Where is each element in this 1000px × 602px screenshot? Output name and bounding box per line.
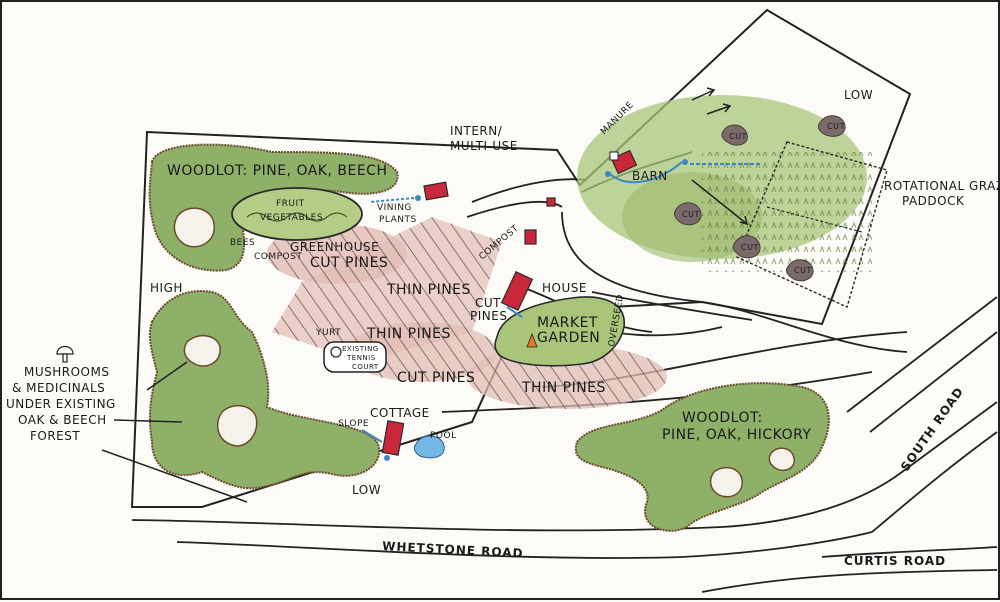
label-tennis-1: EXISTING — [342, 345, 379, 353]
label-house: HOUSE — [542, 281, 587, 295]
label-garden-2: GARDEN — [537, 330, 600, 346]
label-mushrooms-5: FOREST — [30, 429, 80, 443]
direction-arrows — [101, 87, 749, 503]
label-compost-nw: COMPOST — [254, 252, 302, 262]
label-cut-tag-5: CUT — [794, 266, 812, 275]
manure-pile — [609, 151, 619, 161]
paddock-area — [577, 95, 888, 308]
label-mushrooms-4: OAK & BEECH — [18, 413, 107, 427]
label-tennis-2: TENNIS — [346, 354, 376, 362]
label-cut-tag-1: CUT — [729, 132, 747, 141]
label-woodlot-nw: WOODLOT: PINE, OAK, BEECH — [167, 163, 387, 179]
flow-arrows — [361, 161, 762, 443]
label-bees: BEES — [230, 238, 255, 248]
label-barn: BARN — [632, 169, 668, 183]
label-cut-1: CUT — [475, 296, 501, 310]
label-vegetables: VEGETABLES — [260, 213, 323, 223]
intern-building — [423, 181, 449, 201]
woodlot-nw — [148, 143, 399, 272]
label-low-ne: LOW — [844, 88, 873, 102]
house-building — [500, 270, 534, 312]
cut-patches — [674, 115, 846, 282]
woodlot-se — [574, 382, 830, 532]
label-woodlot-se-1: WOODLOT: — [682, 410, 763, 426]
pool — [413, 435, 445, 459]
small-shed-1 — [546, 197, 556, 207]
label-rotational-2: PADDOCK — [902, 194, 965, 208]
garden-bed — [231, 187, 363, 241]
label-yurt: YURT — [315, 328, 341, 338]
label-south-road: SOUTH ROAD — [898, 384, 966, 473]
label-mushrooms-1: MUSHROOMS — [24, 365, 109, 379]
label-cut-pines-mid: CUT PINES — [397, 370, 475, 386]
label-tennis-3: COURT — [352, 363, 379, 371]
water-dots — [384, 159, 688, 461]
label-high: HIGH — [150, 281, 183, 295]
label-thin-pines-1: THIN PINES — [386, 282, 471, 298]
label-rotational-1: ROTATIONAL GRAZING — [884, 179, 1000, 193]
label-woodlot-se-2: PINE, OAK, HICKORY — [662, 427, 811, 443]
label-thin-pines-2: THIN PINES — [366, 326, 451, 342]
label-fruit: FRUIT — [276, 199, 305, 209]
label-cut-pines-nw: CUT PINES — [310, 255, 388, 271]
label-cut-tag-3: CUT — [682, 210, 700, 219]
label-pool: POOL — [430, 431, 457, 441]
market-garden — [494, 296, 625, 367]
label-intern-1: INTERN/ — [450, 124, 503, 138]
label-slope: SLOPE — [338, 419, 369, 429]
mushroom-icon — [56, 345, 74, 363]
label-curtis-road: CURTIS ROAD — [844, 554, 946, 568]
label-vining: VINING — [377, 203, 412, 213]
labels: WOODLOT: PINE, OAK, BEECH FRUIT VEGETABL… — [6, 88, 1000, 568]
small-shed-2 — [524, 229, 537, 245]
label-mushrooms-3: UNDER EXISTING — [6, 397, 116, 411]
label-plants: PLANTS — [379, 215, 417, 225]
label-cottage: COTTAGE — [370, 406, 430, 420]
public-roads — [131, 296, 998, 593]
label-cut-tag-2: CUT — [827, 122, 845, 131]
label-cut-tag-4: CUT — [741, 243, 759, 252]
label-mushrooms-2: & MEDICINALS — [12, 381, 105, 395]
label-low-sw: LOW — [352, 483, 381, 497]
label-intern-2: MULTI-USE — [450, 139, 518, 153]
cottage-building — [381, 420, 405, 456]
label-whetstone-road: WHETSTONE ROAD — [382, 539, 524, 560]
woodlot-west — [148, 290, 381, 490]
label-cut-2: PINES — [470, 309, 507, 323]
label-market-1: MARKET — [537, 315, 598, 331]
yurt-marker — [330, 346, 342, 358]
label-thin-pines-3: THIN PINES — [521, 380, 606, 396]
label-greenhouse: GREENHOUSE — [290, 240, 379, 254]
carrot-icon — [526, 332, 538, 348]
thin-pines-zones — [267, 217, 667, 409]
